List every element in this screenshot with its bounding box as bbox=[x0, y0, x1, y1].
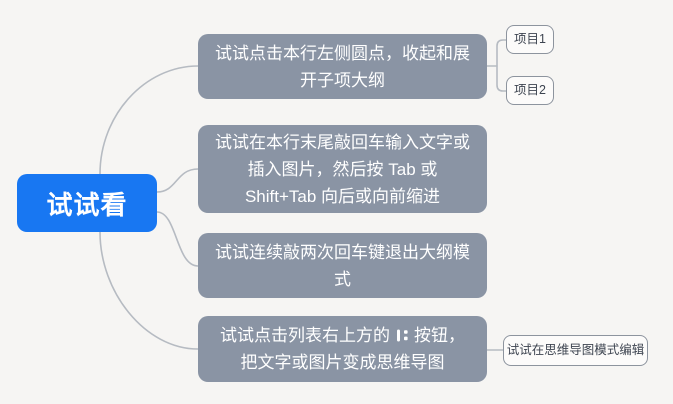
branch-node-enter-tab-hint[interactable]: 试试在本行末尾敲回车输入文字或 插入图片，然后按 Tab 或 Shift+Tab… bbox=[198, 125, 487, 213]
root-node[interactable]: 试试看 bbox=[17, 174, 157, 232]
leaf-node-item1[interactable]: 项目1 bbox=[506, 25, 554, 54]
branch-node-collapse-hint[interactable]: 试试点击本行左侧圆点，收起和展 开子项大纲 bbox=[198, 34, 487, 99]
leaf-node-item2[interactable]: 项目2 bbox=[506, 76, 554, 105]
branch-node-convert-mindmap-hint[interactable]: 试试点击列表右上方的 按钮， 把文字或图片变成思维导图 bbox=[198, 316, 487, 382]
mindmap-convert-icon bbox=[395, 329, 409, 343]
branch4-line1: 试试点击列表右上方的 按钮， bbox=[220, 322, 465, 349]
connector-root-branch3 bbox=[156, 211, 199, 267]
branch4-text-after-icon: 按钮， bbox=[414, 326, 465, 345]
branch4-line2: 把文字或图片变成思维导图 bbox=[240, 353, 445, 372]
branch-node-exit-outline-hint[interactable]: 试试连续敲两次回车键退出大纲模 式 bbox=[198, 233, 487, 298]
leaf-node-mindmap-edit[interactable]: 试试在思维导图模式编辑 bbox=[503, 335, 648, 366]
connector-root-branch2 bbox=[156, 168, 199, 193]
branch4-text-before-icon: 试试点击列表右上方的 bbox=[220, 326, 390, 345]
connector-branch1-leaves bbox=[496, 39, 507, 92]
connector-root-branch4 bbox=[99, 231, 199, 350]
connector-root-branch1 bbox=[99, 65, 199, 175]
